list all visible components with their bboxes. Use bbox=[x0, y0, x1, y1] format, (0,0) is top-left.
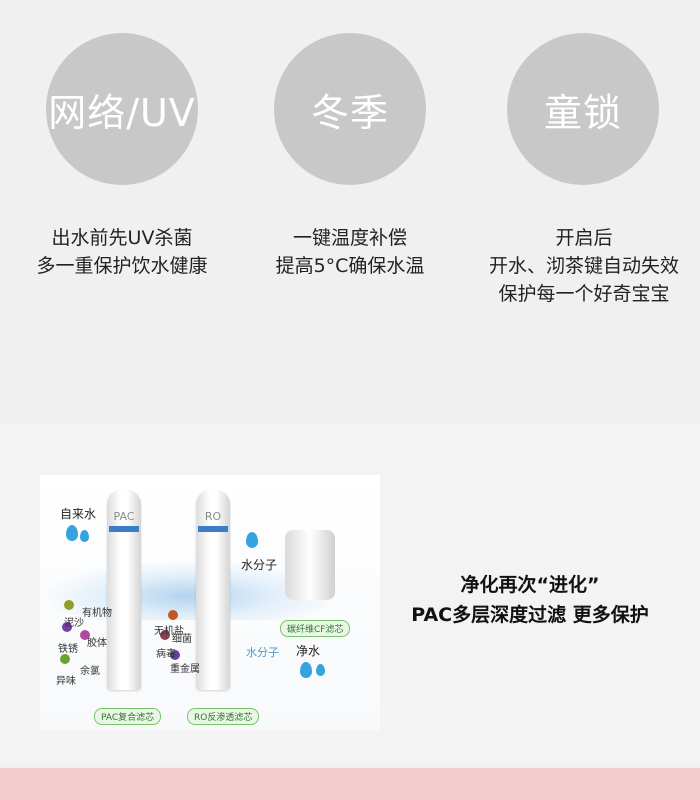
pac-heading-line1: 净化再次“进化” bbox=[460, 574, 600, 596]
contaminant-icon bbox=[62, 622, 72, 632]
pac-heading: 净化再次“进化” PAC多层深度过滤 更多保护 bbox=[380, 570, 680, 630]
water-drop-icon bbox=[246, 532, 258, 548]
contaminant-icon bbox=[80, 630, 90, 640]
feature-desc-line: 多一重保护饮水健康 bbox=[36, 255, 208, 277]
ro-cartridge-label-strip bbox=[198, 526, 228, 532]
water-molecule-label-2: 水分子 bbox=[246, 646, 279, 659]
pure-water-label: 净水 bbox=[296, 644, 321, 658]
contaminant-label: 细菌 bbox=[172, 634, 192, 645]
cf-filter-tag: 碳纤维CF滤芯 bbox=[280, 620, 351, 637]
contaminant-icon bbox=[160, 630, 170, 640]
feature-desc-line: 一键温度补偿 bbox=[292, 227, 407, 249]
pac-filter-tag: PAC复合滤芯 bbox=[94, 708, 162, 725]
contaminant-label: 异味 bbox=[56, 676, 76, 687]
feature-desc-line: 提高5°C确保水温 bbox=[275, 255, 425, 277]
feature-desc-line: 开水、沏茶键自动失效 bbox=[488, 255, 679, 277]
feature-desc-winter: 一键温度补偿 提高5°C确保水温 bbox=[235, 224, 465, 280]
pac-cartridge: PAC bbox=[107, 490, 141, 690]
feature-desc-line: 开启后 bbox=[555, 227, 613, 249]
water-drop-icon bbox=[316, 664, 325, 676]
feature-circle-uv-text: 网络/UV bbox=[48, 90, 196, 135]
cf-filter-unit bbox=[285, 530, 335, 600]
bottom-bar bbox=[0, 768, 700, 800]
feature-desc-child-lock: 开启后 开水、沏茶键自动失效 保护每一个好奇宝宝 bbox=[469, 224, 699, 308]
contaminant-label: 重金属 bbox=[170, 664, 200, 675]
contaminant-icon bbox=[170, 650, 180, 660]
feature-desc-line: 出水前先UV杀菌 bbox=[51, 227, 193, 249]
contaminant-label: 无机盐 bbox=[154, 626, 184, 637]
contaminant-label: 余氯 bbox=[80, 666, 100, 677]
ro-filter-tag: RO反渗透滤芯 bbox=[187, 708, 260, 725]
water-drop-icon bbox=[300, 662, 312, 678]
ro-cartridge-text: RO bbox=[204, 510, 222, 523]
water-molecule-label: 水分子 bbox=[241, 558, 278, 572]
tap-water-label: 自来水 bbox=[60, 507, 97, 521]
water-drop-icon bbox=[66, 525, 78, 541]
contaminant-icon bbox=[64, 600, 74, 610]
contaminant-label: 泥沙 bbox=[64, 618, 84, 629]
feature-circle-winter-text: 冬季 bbox=[310, 90, 389, 135]
ro-cartridge: RO bbox=[196, 490, 230, 690]
feature-circle-child-lock-text: 童锁 bbox=[543, 90, 622, 135]
contaminant-label: 病毒 bbox=[156, 649, 176, 660]
feature-circle-child-lock: 童锁 bbox=[507, 33, 659, 185]
contaminant-label: 铁锈 bbox=[58, 644, 78, 655]
water-drop-icon bbox=[80, 530, 89, 542]
contaminant-label: 胶体 bbox=[87, 638, 107, 649]
pac-cartridge-label-strip bbox=[109, 526, 139, 532]
contaminant-icon bbox=[168, 610, 178, 620]
pac-heading-line2: PAC多层深度过滤 更多保护 bbox=[411, 604, 649, 626]
pac-cartridge-text: PAC bbox=[113, 510, 135, 523]
feature-circle-winter: 冬季 bbox=[274, 33, 426, 185]
feature-desc-line: 保护每一个好奇宝宝 bbox=[498, 283, 670, 305]
contaminant-icon bbox=[60, 654, 70, 664]
contaminant-label: 有机物 bbox=[82, 608, 112, 619]
feature-desc-uv: 出水前先UV杀菌 多一重保护饮水健康 bbox=[7, 224, 237, 280]
feature-circle-uv: 网络/UV bbox=[46, 33, 198, 185]
